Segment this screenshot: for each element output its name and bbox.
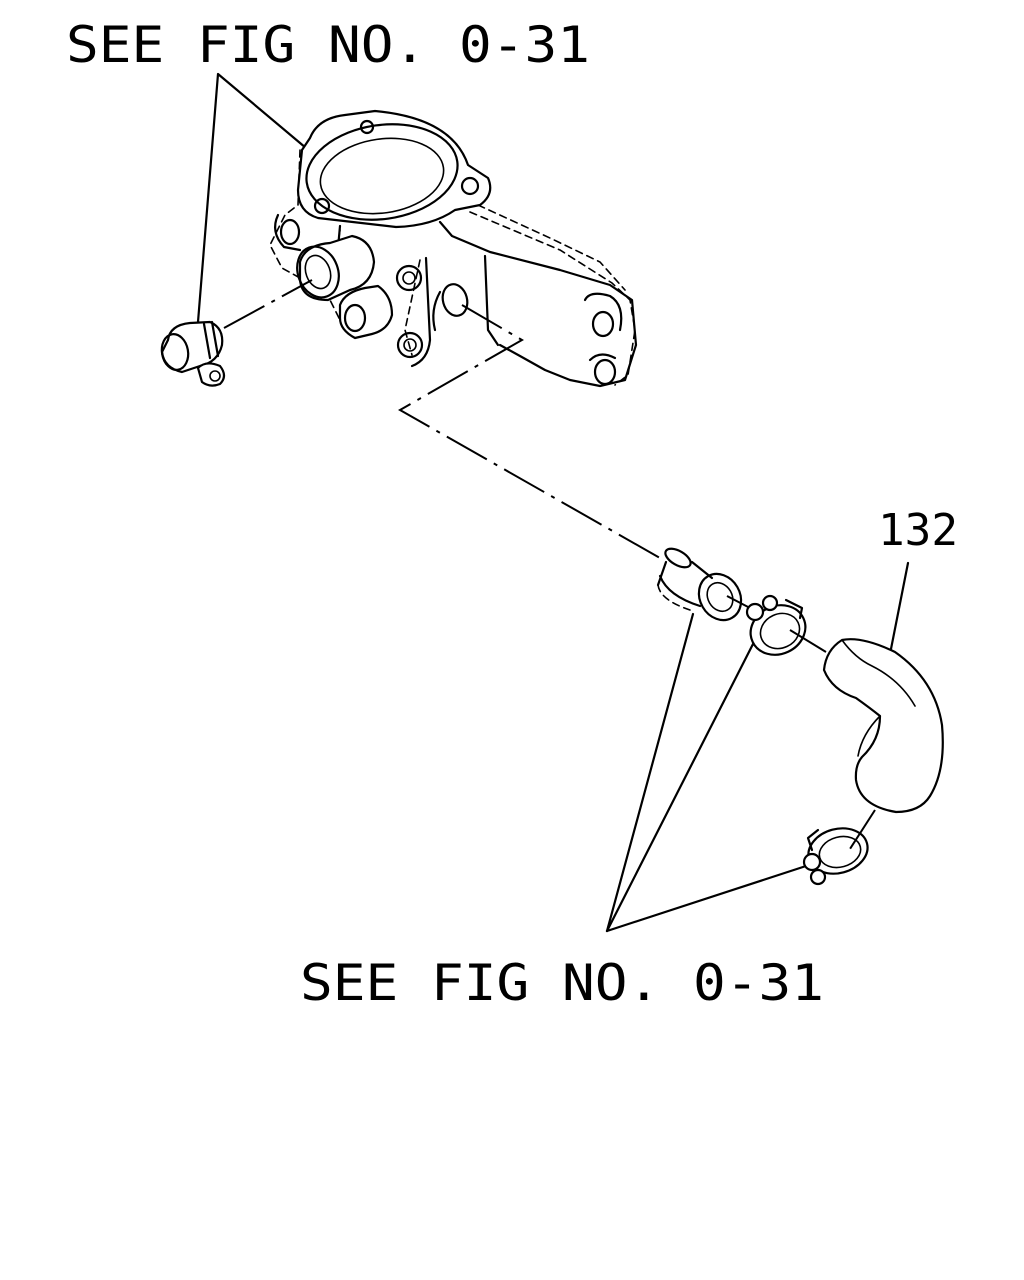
assembly-centerlines xyxy=(223,279,876,853)
reference-label-bottom[interactable]: SEE FIG NO. 0-31 xyxy=(300,954,824,1012)
hose-clamp-lower xyxy=(802,827,869,886)
hose-elbow-132 xyxy=(822,638,944,814)
leader-line-part-132 xyxy=(888,561,910,656)
leader-lines-bottom xyxy=(605,612,808,933)
sensor-plug xyxy=(160,320,226,387)
leader-lines-top xyxy=(196,72,308,324)
part-number-label[interactable]: 132 xyxy=(878,505,958,556)
thermostat-housing xyxy=(269,109,638,388)
reference-label-top[interactable]: SEE FIG NO. 0-31 xyxy=(66,16,590,74)
pipe-nipple xyxy=(656,547,743,622)
hose-clamp-upper xyxy=(745,594,807,656)
